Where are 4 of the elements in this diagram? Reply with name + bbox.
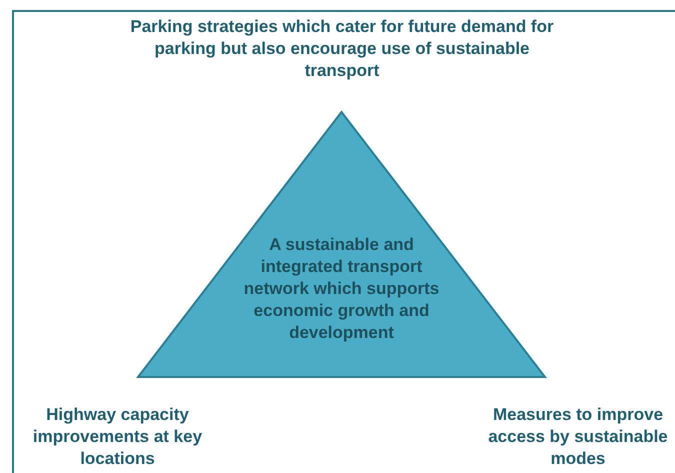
corner-label: Highway capacity improvements at key locations [32, 404, 204, 470]
corner-label: Measures to improve access by sustainable modes [487, 404, 669, 470]
corner-label: Parking strategies which cater for future demand for parking but also encourage use of sustainable transport [129, 16, 555, 82]
node-text: A sustainable and integrated transport network which supports economic growth and development [242, 234, 440, 344]
